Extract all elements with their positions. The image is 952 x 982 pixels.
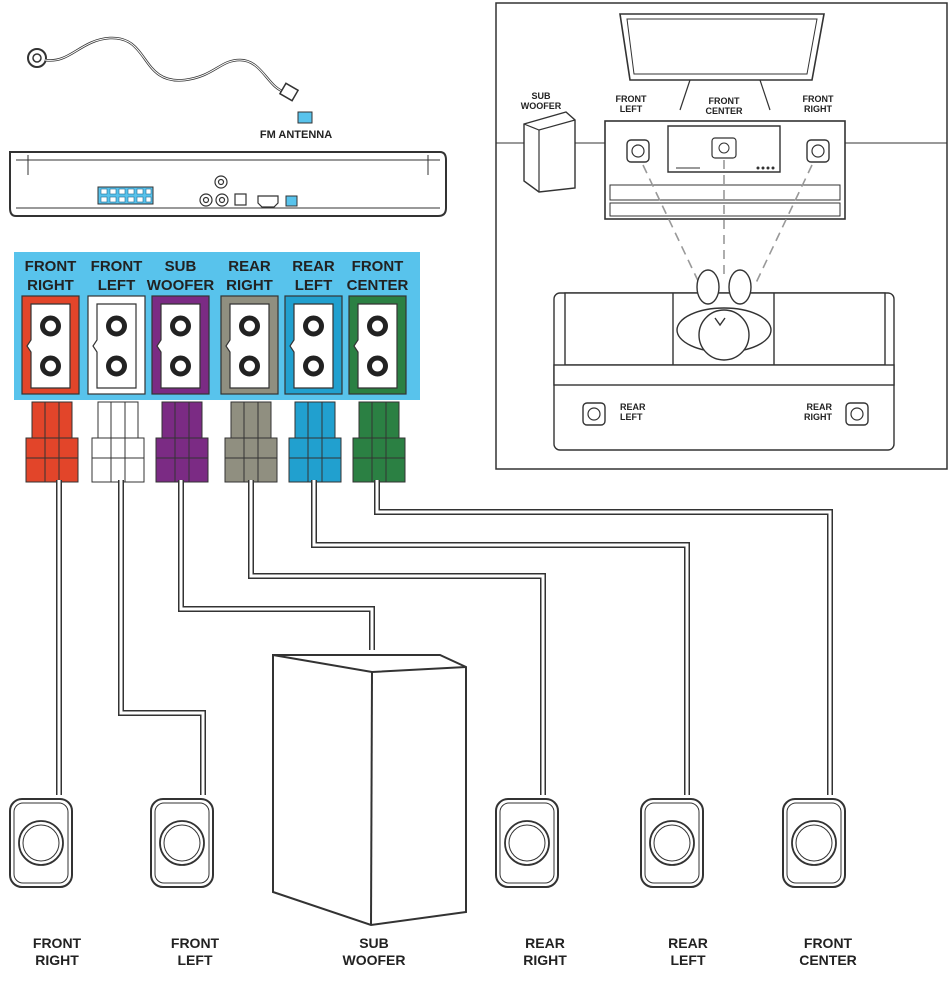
speaker-plugs [25, 401, 406, 483]
plug-0 [25, 401, 79, 483]
rca-audio-jacks [199, 175, 229, 207]
socket-terminal-bottom-2 [170, 355, 191, 377]
socket-terminal-top-1 [106, 315, 127, 337]
speaker-front-left [150, 798, 214, 888]
fm-antenna-label: FM ANTENNA [260, 129, 332, 141]
plug-5 [352, 401, 406, 483]
socket-terminal-top-5 [367, 315, 388, 337]
socket-terminal-bottom-5 [367, 355, 388, 377]
room-front-right-speaker [806, 139, 830, 163]
listener [676, 269, 772, 361]
socket-terminal-bottom-3 [239, 355, 260, 377]
socket-terminal-bottom-0 [40, 355, 61, 377]
plug-4 [288, 401, 342, 483]
tv [619, 13, 825, 111]
speaker-cables [56, 480, 833, 795]
socket-terminal-top-4 [303, 315, 324, 337]
socket-terminal-bottom-4 [303, 355, 324, 377]
hdmi-port [257, 195, 279, 208]
plug-2 [155, 401, 209, 483]
speaker-terminal-block [97, 186, 154, 205]
socket-terminal-top-0 [40, 315, 61, 337]
speaker-front-center [782, 798, 846, 888]
plug-3 [224, 401, 278, 483]
subwoofer [272, 654, 467, 927]
socket-terminal-top-3 [239, 315, 260, 337]
room-front-left-speaker [626, 139, 650, 163]
room-rear-left-speaker [582, 402, 606, 426]
plug-1 [91, 401, 145, 483]
fm-antenna-port-indicator [297, 111, 313, 124]
antenna-port [285, 195, 298, 207]
socket-terminal-top-2 [170, 315, 191, 337]
room-subwoofer [523, 111, 576, 193]
optical-port [234, 193, 247, 206]
speaker-front-right [9, 798, 73, 888]
av-receiver [667, 125, 781, 173]
main-unit [9, 151, 447, 217]
room-rear-right-speaker [845, 402, 869, 426]
fm-antenna-cable [27, 36, 300, 102]
socket-terminal-bottom-1 [106, 355, 127, 377]
speaker-rear-left [640, 798, 704, 888]
speaker-rear-right [495, 798, 559, 888]
